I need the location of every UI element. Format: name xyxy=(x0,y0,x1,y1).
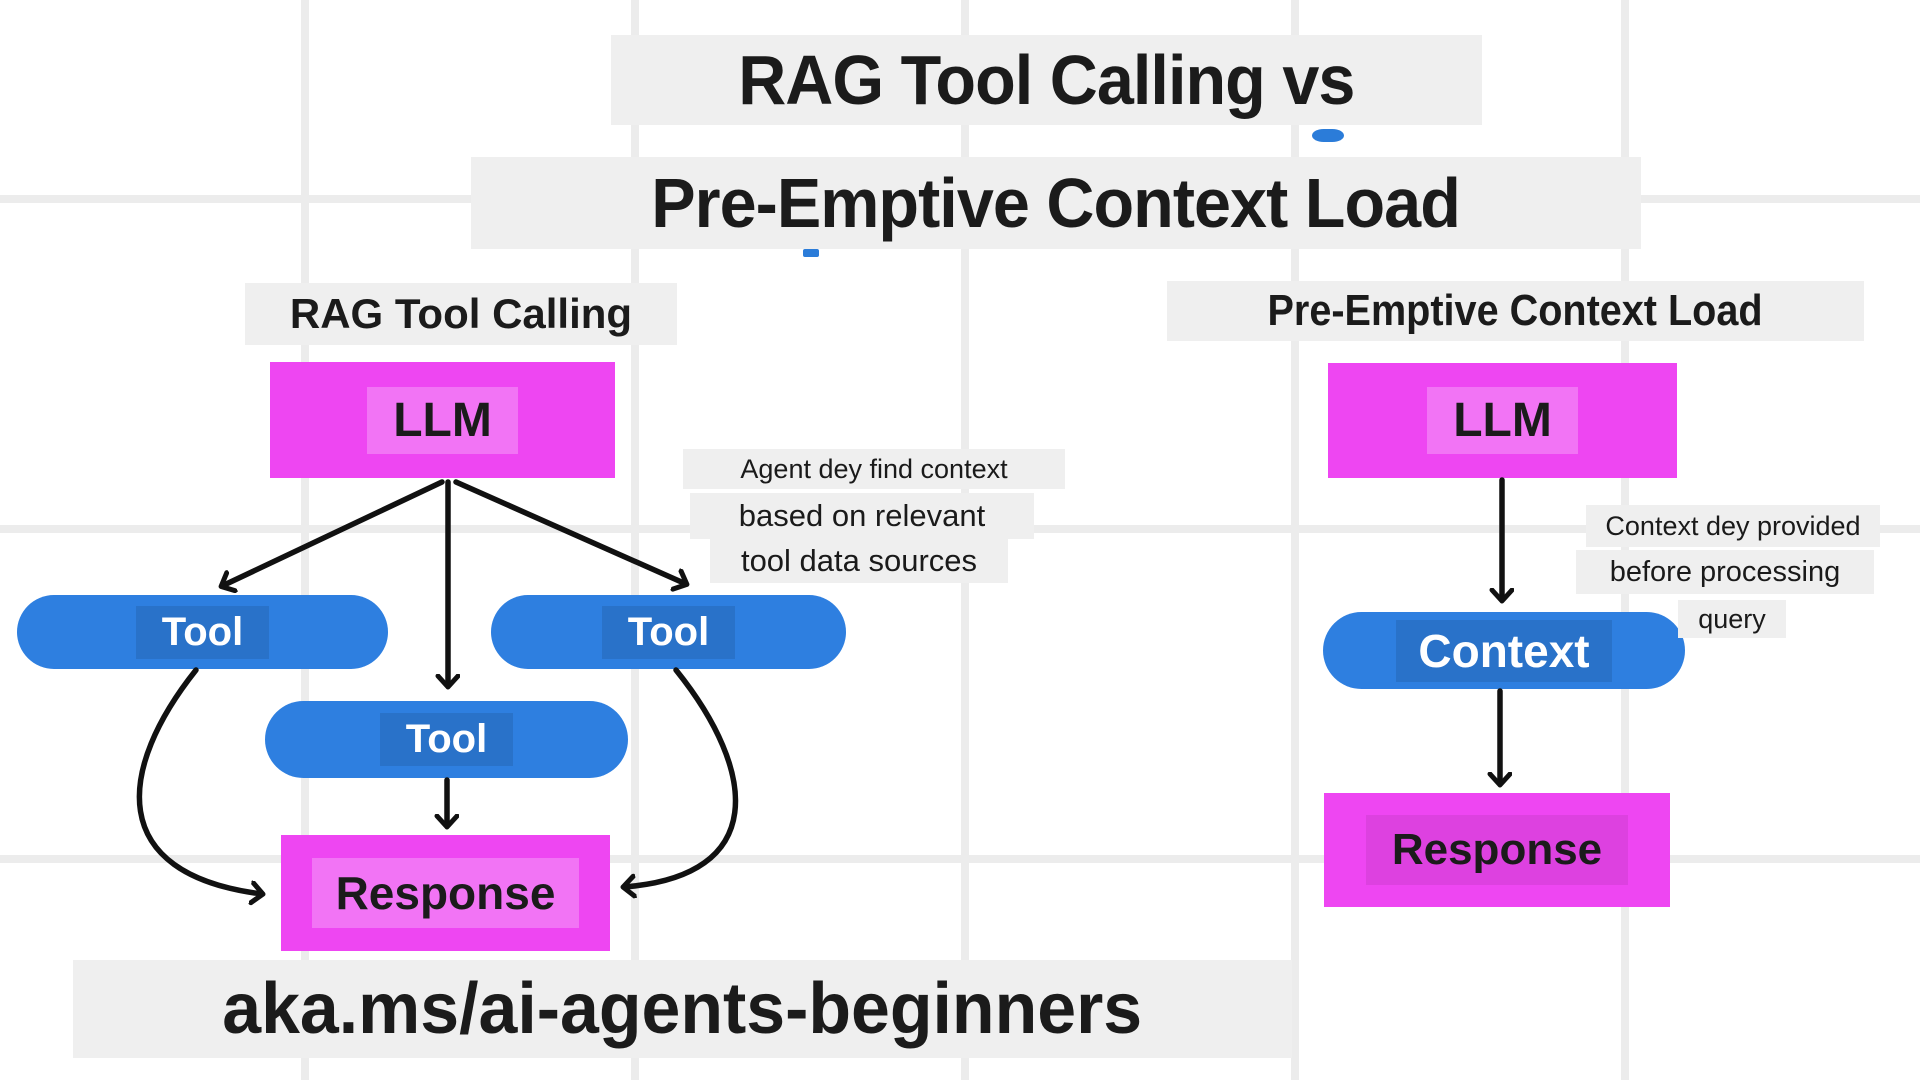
title-line1: RAG Tool Calling vs xyxy=(611,35,1482,125)
left-annotation-line1[interactable]: Agent dey find context xyxy=(683,449,1065,489)
title-line2: Pre-Emptive Context Load xyxy=(471,157,1641,249)
llm-label-highlight: LLM xyxy=(1427,387,1578,454)
response-label-highlight: Response xyxy=(311,858,580,928)
right-annotation-line1[interactable]: Context dey provided xyxy=(1586,505,1880,547)
tool-label-1: Tool xyxy=(161,609,244,654)
left-annotation-line2[interactable]: based on relevant xyxy=(690,493,1034,539)
tool-pill-3[interactable]: Tool xyxy=(265,701,628,778)
llm-box-left[interactable]: LLM xyxy=(270,362,615,478)
response-label-highlight: Response xyxy=(1365,815,1629,885)
footer-link-text: aka.ms/ai-agents-beginners xyxy=(222,969,1143,1049)
llm-label-left: LLM xyxy=(393,393,492,447)
footer-link-box[interactable]: aka.ms/ai-agents-beginners xyxy=(73,960,1292,1058)
title-line2-text: Pre-Emptive Context Load xyxy=(651,164,1462,242)
tool-label-highlight: Tool xyxy=(601,605,736,659)
left-section-label-text: RAG Tool Calling xyxy=(289,290,633,337)
llm-box-right[interactable]: LLM xyxy=(1328,363,1677,478)
response-label-right: Response xyxy=(1391,825,1603,874)
left-annotation-text2: based on relevant xyxy=(738,498,986,533)
remote-cursor-mark xyxy=(1312,129,1344,142)
tool-label-3: Tool xyxy=(405,717,488,761)
arrow-tool2-to-response[interactable] xyxy=(624,667,739,887)
left-section-label[interactable]: RAG Tool Calling xyxy=(245,283,677,345)
remote-cursor-mark xyxy=(803,249,819,257)
arrow-llm-to-tool2[interactable] xyxy=(453,479,686,584)
tool-label-highlight: Tool xyxy=(379,713,514,766)
right-annotation-text3: query xyxy=(1698,603,1766,634)
right-section-label[interactable]: Pre-Emptive Context Load xyxy=(1167,281,1864,341)
llm-label-highlight: LLM xyxy=(367,386,518,454)
right-annotation-line2[interactable]: before processing xyxy=(1576,550,1874,594)
right-section-label-text: Pre-Emptive Context Load xyxy=(1267,286,1764,335)
response-label-left: Response xyxy=(335,867,556,919)
arrow-tool1-to-response[interactable] xyxy=(136,667,262,894)
response-box-right[interactable]: Response xyxy=(1324,793,1670,907)
tool-label-2: Tool xyxy=(627,609,710,654)
left-annotation-text1: Agent dey find context xyxy=(740,453,1008,484)
llm-label-right: LLM xyxy=(1453,394,1552,447)
left-annotation-line3[interactable]: tool data sources xyxy=(710,539,1008,583)
right-annotation-text2: before processing xyxy=(1609,555,1841,588)
left-annotation-text3: tool data sources xyxy=(740,543,978,578)
tool-label-highlight: Tool xyxy=(135,605,270,659)
response-box-left[interactable]: Response xyxy=(281,835,610,951)
context-pill[interactable]: Context xyxy=(1323,612,1685,689)
right-annotation-line3[interactable]: query xyxy=(1678,600,1786,638)
right-annotation-text1: Context dey provided xyxy=(1605,510,1861,541)
title-line1-text: RAG Tool Calling vs xyxy=(738,41,1355,119)
context-label: Context xyxy=(1418,624,1590,677)
tool-pill-2[interactable]: Tool xyxy=(491,595,846,669)
arrow-llm-to-tool1[interactable] xyxy=(222,479,445,586)
tool-pill-1[interactable]: Tool xyxy=(17,595,388,669)
context-label-highlight: Context xyxy=(1396,619,1612,682)
